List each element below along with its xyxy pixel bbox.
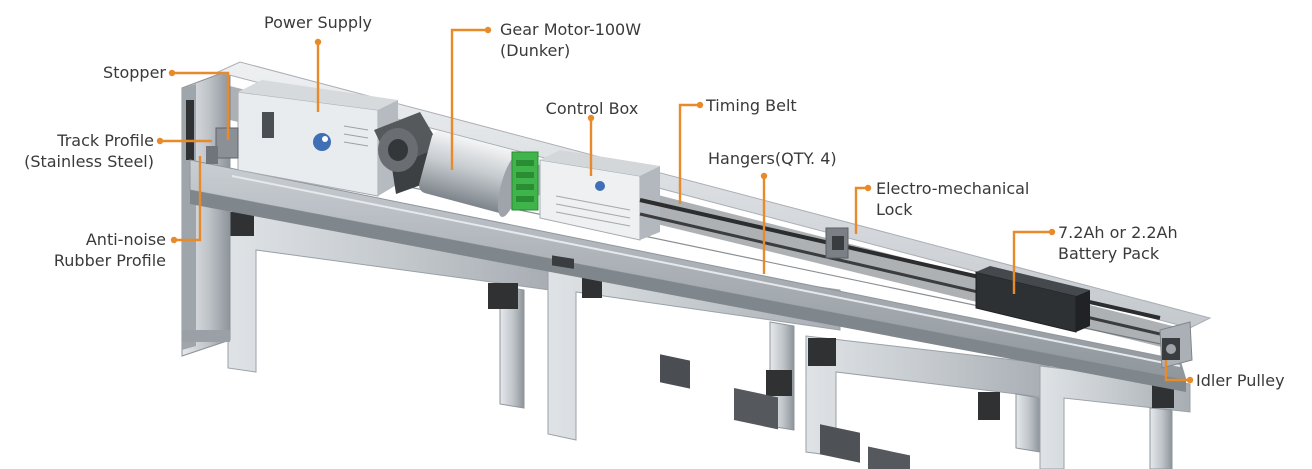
label-anti-noise-rubber-profile: Anti-noise Rubber Profile xyxy=(53,230,166,270)
leader-lines xyxy=(160,28,1190,382)
idler-pulley-assembly xyxy=(1159,321,1193,369)
left-end-post xyxy=(181,69,231,357)
label-idler-pulley: Idler Pulley xyxy=(1196,371,1285,390)
stopper-block xyxy=(206,127,239,164)
label-timing-belt: Timing Belt xyxy=(706,96,797,115)
hanger-set-1 xyxy=(660,354,778,430)
leader-dots xyxy=(156,26,1194,384)
battery-pack xyxy=(975,266,1090,333)
label-control-box: Control Box xyxy=(545,99,639,118)
label-hangers: Hangers(QTY. 4) xyxy=(708,149,837,168)
gear-motor xyxy=(374,112,523,217)
hanger-set-2 xyxy=(820,424,910,469)
terminal-block xyxy=(511,151,539,211)
door-panel-4 xyxy=(1039,365,1191,469)
label-electro-mechanical-lock: Electro-mechanical Lock xyxy=(876,179,1030,219)
label-track-profile: Track Profile (Stainless Steel) xyxy=(24,131,154,171)
label-power-supply: Power Supply xyxy=(264,13,372,32)
label-battery-pack: 7.2Ah or 2.2Ah Battery Pack xyxy=(1058,223,1178,263)
label-stopper: Stopper xyxy=(103,63,166,82)
electro-mechanical-lock xyxy=(825,227,849,259)
label-gear-motor: Gear Motor-100W (Dunker) xyxy=(500,20,642,60)
